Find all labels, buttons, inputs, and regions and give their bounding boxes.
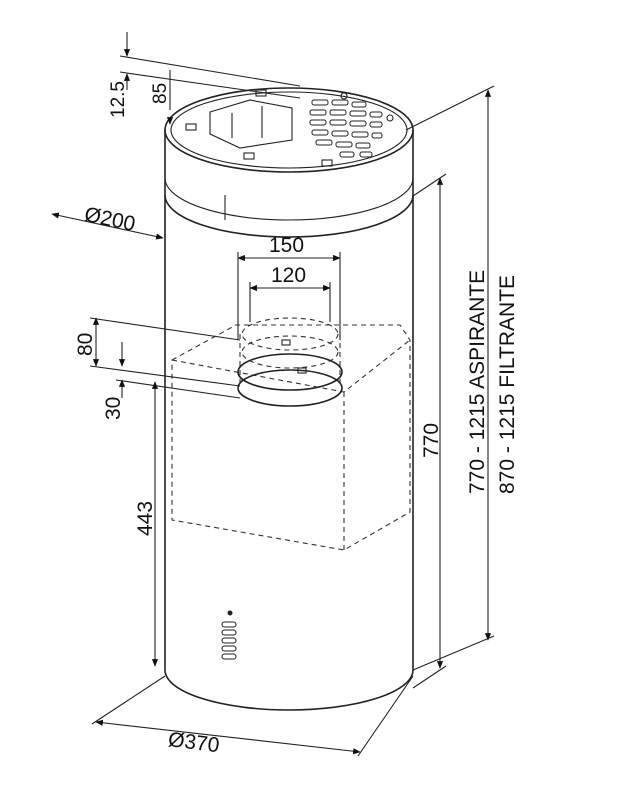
dim-duct-outer: 150 [269,234,304,257]
dim-lower-height: 443 [134,501,157,536]
dimension-lines [51,32,495,757]
dim-range-aspirante: 770 - 1215 ASPIRANTE [466,270,489,494]
top-plate-opening [209,99,293,149]
dim-body-height: 770 [420,423,443,458]
dim-top-offset: 12.5 [108,81,129,118]
dim-duct-inner: 120 [271,264,306,287]
dim-body-diameter: Ø370 [167,728,221,757]
dim-connector-height: 80 [74,333,97,356]
collar-band [164,130,414,238]
control-buttons [221,610,237,660]
dim-collar-height: 85 [150,83,171,104]
dim-collar-diameter: Ø200 [82,203,137,236]
dim-connector-gap: 30 [102,397,125,420]
collar-top-ellipse [164,87,414,173]
motor-box-hidden [171,317,411,551]
hood-body [164,87,414,711]
vent-slots [309,99,383,158]
dim-range-filtrante: 870 - 1215 FILTRANTE [496,275,519,494]
body-bottom-arc [164,669,414,711]
